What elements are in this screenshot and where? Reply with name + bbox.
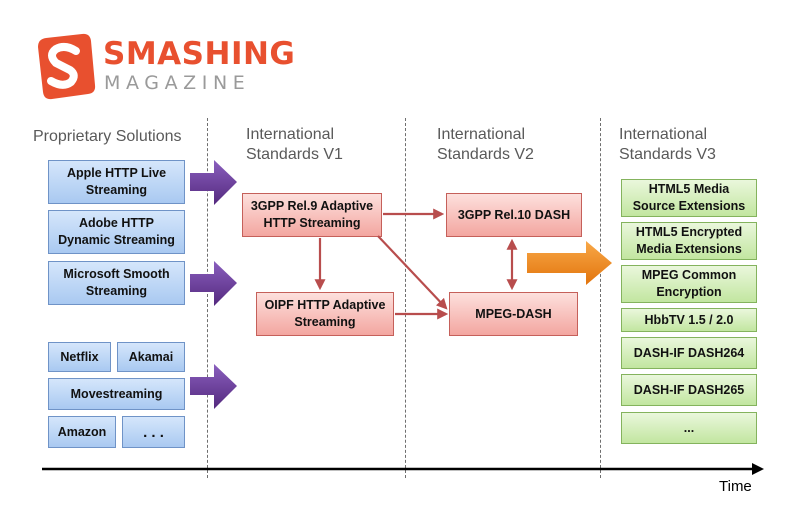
box-oipf-has-line2: Streaming	[294, 315, 356, 329]
box-mpeg-cenc-line1: MPEG Common	[641, 268, 737, 282]
purple-arrow-2	[190, 261, 237, 306]
box-movestreaming: Movestreaming	[48, 378, 185, 410]
box-html5-mse-line2: Source Extensions	[632, 199, 746, 213]
box-microsoft-smooth-line2: Streaming	[85, 284, 148, 298]
box-apple-hls-line2: Streaming	[85, 183, 148, 197]
column-header-v3-line1: International	[619, 126, 708, 143]
column-header-v2: International Standards V2	[437, 125, 534, 165]
box-akamai: Akamai	[117, 342, 185, 372]
column-divider-3	[600, 118, 601, 478]
column-divider-1	[207, 118, 208, 478]
column-divider-2	[405, 118, 406, 478]
box-v3-more: ...	[621, 412, 757, 444]
box-microsoft-smooth-line1: Microsoft Smooth	[63, 267, 170, 281]
box-adobe-hds-line2: Dynamic Streaming	[58, 233, 175, 247]
column-header-proprietary: Proprietary Solutions	[33, 128, 182, 145]
box-mpeg-cenc-line2: Encryption	[656, 285, 722, 299]
logo-subtitle: MAGAZINE	[104, 72, 251, 94]
column-header-v1-line2: Standards V1	[246, 146, 343, 163]
box-html5-mse-line1: HTML5 Media	[648, 182, 730, 196]
box-3gpp-rel9-line2: HTTP Streaming	[263, 216, 361, 230]
box-adobe-hds-line1: Adobe HTTP	[79, 216, 154, 230]
timeline-arrowhead	[752, 463, 764, 475]
column-header-v1-line1: International	[246, 126, 335, 143]
box-dashif-dash265: DASH-IF DASH265	[621, 374, 757, 406]
box-html5-eme-line2: Media Extensions	[636, 242, 742, 256]
smashing-logo-icon	[38, 33, 96, 100]
box-html5-eme-line1: HTML5 Encrypted	[635, 225, 743, 239]
box-amazon: Amazon	[48, 416, 116, 448]
box-proprietary-more: . . .	[122, 416, 185, 448]
logo-title: SMASHING	[103, 36, 296, 72]
column-header-v3: International Standards V3	[619, 125, 716, 165]
column-header-v2-line1: International	[437, 126, 526, 143]
arrow-rel9-to-mpegdash	[377, 235, 448, 310]
purple-arrow-1	[190, 160, 237, 205]
purple-arrow-3	[190, 364, 237, 409]
column-header-v3-line2: Standards V3	[619, 146, 716, 163]
box-hbbtv: HbbTV 1.5 / 2.0	[621, 308, 757, 332]
column-header-v1: International Standards V1	[246, 125, 343, 165]
box-3gpp-rel10: 3GPP Rel.10 DASH	[446, 193, 582, 237]
column-header-v2-line2: Standards V2	[437, 146, 534, 163]
box-dashif-dash264: DASH-IF DASH264	[621, 337, 757, 369]
orange-arrow	[527, 241, 612, 285]
box-adobe-hds: Adobe HTTP Dynamic Streaming	[48, 210, 185, 254]
box-mpeg-dash: MPEG-DASH	[449, 292, 578, 336]
box-oipf-has-line1: OIPF HTTP Adaptive	[264, 298, 386, 312]
box-apple-hls-line1: Apple HTTP Live	[66, 166, 167, 180]
box-netflix: Netflix	[48, 342, 111, 372]
timeline-label: Time	[719, 478, 752, 495]
box-3gpp-rel9-line1: 3GPP Rel.9 Adaptive	[250, 199, 374, 213]
